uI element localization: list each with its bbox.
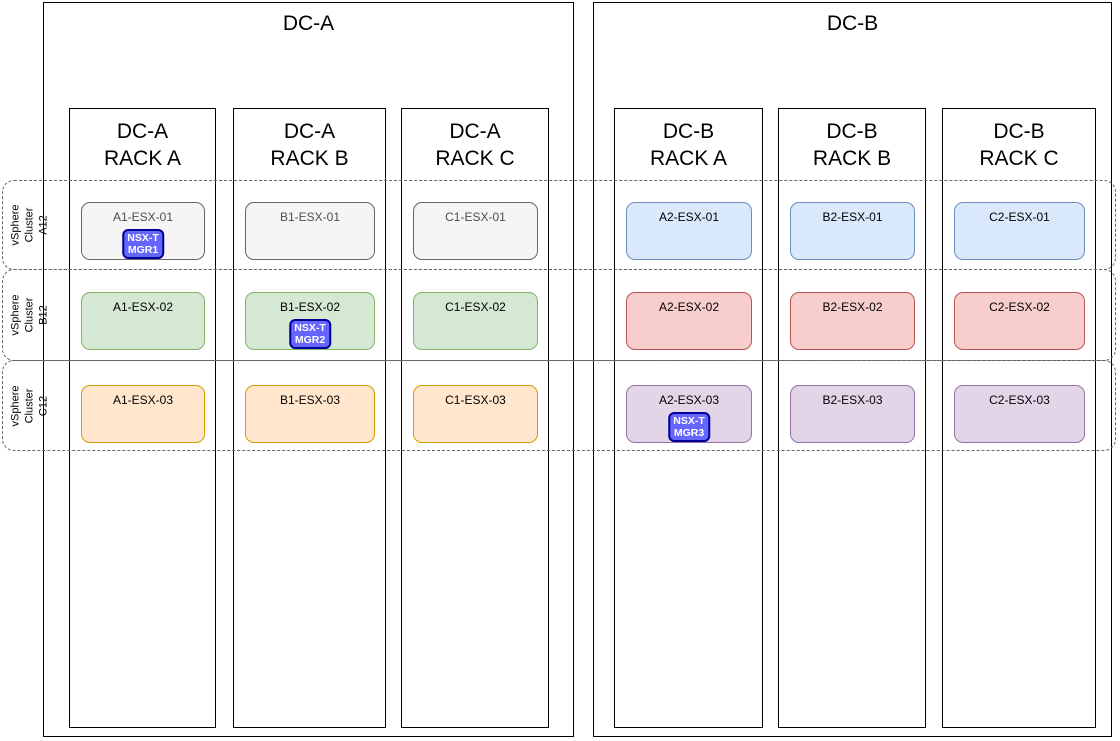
host-label: A1-ESX-01 xyxy=(112,210,174,224)
host-box: B1-ESX-01 xyxy=(245,202,375,260)
host-box: A2-ESX-02 xyxy=(626,292,752,350)
host-box: C1-ESX-02 xyxy=(413,292,538,350)
host-box: A1-ESX-02 xyxy=(81,292,205,350)
host-label: A1-ESX-03 xyxy=(112,393,174,407)
rack-dcb-c: DC-B RACK C C2-ESX-01 C2-ESX-02 C2-ESX-0… xyxy=(942,108,1096,728)
host-label: B2-ESX-01 xyxy=(822,210,883,224)
rack-title: DC-B RACK A xyxy=(649,120,728,170)
host-label: C1-ESX-03 xyxy=(445,393,506,407)
host-box: A2-ESX-01 xyxy=(626,202,752,260)
host-box: C2-ESX-02 xyxy=(954,292,1085,350)
host-box: C2-ESX-03 xyxy=(954,385,1085,443)
host-label: B1-ESX-03 xyxy=(279,393,341,407)
host-box: C1-ESX-01 xyxy=(413,202,538,260)
host-box: B2-ESX-03 xyxy=(790,385,915,443)
host-label: A1-ESX-02 xyxy=(112,300,174,314)
host-box: B1-ESX-03 xyxy=(245,385,375,443)
host-label: C1-ESX-02 xyxy=(445,300,506,314)
host-label: C2-ESX-03 xyxy=(989,393,1050,407)
host-box: B2-ESX-02 xyxy=(790,292,915,350)
rack-title: DC-A RACK B xyxy=(270,120,349,170)
rack-title: DC-B RACK C xyxy=(979,120,1059,170)
host-label: C1-ESX-01 xyxy=(445,210,506,224)
host-label: A2-ESX-01 xyxy=(658,210,720,224)
host-label: B1-ESX-02 xyxy=(279,300,341,314)
host-label: A2-ESX-03 xyxy=(658,393,720,407)
host-label: A2-ESX-02 xyxy=(658,300,720,314)
dc-a-box: DC-A DC-A RACK A A1-ESX-01 NSX-T MGR1 A1… xyxy=(43,2,574,737)
rack-title: DC-B RACK B xyxy=(812,120,892,170)
host-label: B2-ESX-03 xyxy=(822,393,883,407)
host-label: B2-ESX-02 xyxy=(822,300,883,314)
dc-a-title: DC-A xyxy=(282,12,335,35)
rack-dca-c: DC-A RACK C C1-ESX-01 C1-ESX-02 C1-ESX-0… xyxy=(401,108,549,728)
host-box: A2-ESX-03 NSX-T MGR3 xyxy=(626,385,752,443)
host-label: B1-ESX-01 xyxy=(279,210,341,224)
rack-title: DC-A RACK A xyxy=(103,120,182,170)
dc-b-box: DC-B DC-B RACK A A2-ESX-01 A2-ESX-02 A2-… xyxy=(593,2,1112,737)
host-box: A1-ESX-01 NSX-T MGR1 xyxy=(81,202,205,260)
rack-dcb-b: DC-B RACK B B2-ESX-01 B2-ESX-02 B2-ESX-0… xyxy=(778,108,926,728)
rack-title: DC-A RACK C xyxy=(435,120,515,170)
host-box: A1-ESX-03 xyxy=(81,385,205,443)
dc-b-title: DC-B xyxy=(826,12,879,35)
nsx-manager-badge: NSX-T MGR1 xyxy=(122,229,164,259)
rack-dca-a: DC-A RACK A A1-ESX-01 NSX-T MGR1 A1-ESX-… xyxy=(69,108,216,728)
nsx-manager-badge: NSX-T MGR2 xyxy=(289,319,331,349)
host-label: C2-ESX-02 xyxy=(989,300,1050,314)
host-box: B2-ESX-01 xyxy=(790,202,915,260)
rack-dca-b: DC-A RACK B B1-ESX-01 B1-ESX-02 NSX-T MG… xyxy=(233,108,386,728)
nsx-manager-badge: NSX-T MGR3 xyxy=(668,412,710,442)
host-label: C2-ESX-01 xyxy=(989,210,1050,224)
host-box: C1-ESX-03 xyxy=(413,385,538,443)
host-box: C2-ESX-01 xyxy=(954,202,1085,260)
host-box: B1-ESX-02 NSX-T MGR2 xyxy=(245,292,375,350)
rack-dcb-a: DC-B RACK A A2-ESX-01 A2-ESX-02 A2-ESX-0… xyxy=(614,108,763,728)
